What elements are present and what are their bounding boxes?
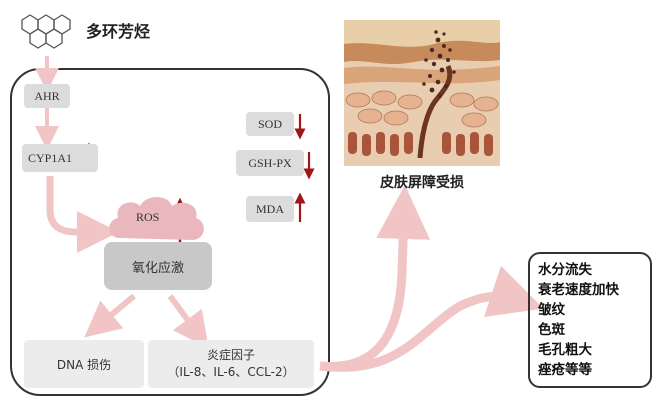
pathway-panel [10, 68, 330, 396]
effect-item: 色斑 [538, 322, 565, 338]
flow-arrow-to-effects [319, 265, 544, 372]
flow-arrow-to-skin [319, 185, 431, 372]
flow-arrow-stress-dna [84, 293, 136, 338]
skin-cross-section-illustration [344, 20, 500, 166]
sod-box: SOD [246, 112, 294, 136]
pyrene-structure-icon [21, 14, 71, 49]
cyp1a1-box: CYP1A1 [22, 144, 98, 172]
mda-box: MDA [246, 196, 294, 222]
gsh-px-box: GSH-PX [236, 150, 304, 176]
effect-item: 皱纹 [538, 302, 565, 318]
effect-item: 痤疮等等 [538, 362, 592, 378]
ros-label: ROS [136, 210, 160, 224]
ros-cloud-shape [109, 197, 204, 240]
dna-damage-box: DNA 损伤 [24, 340, 144, 388]
effect-item: 毛孔粗大 [538, 342, 592, 358]
skin-barrier-caption: 皮肤屏障受损 [380, 175, 464, 191]
flow-arrow-stress-inflammation [167, 294, 209, 349]
inflammatory-title: 炎症因子 [206, 348, 255, 362]
flow-arrow-cyp1a1-ros [46, 176, 119, 253]
effect-item: 衰老速度加快 [538, 282, 619, 298]
effects-list: 水分流失 衰老速度加快 皱纹 色斑 毛孔粗大 痤疮等等 [528, 252, 652, 388]
effect-item: 水分流失 [538, 262, 592, 278]
ahr-box: AHR [24, 84, 70, 108]
oxidative-stress-box: 氧化应激 [104, 242, 212, 290]
inflammatory-list: （IL-8、IL-6、CCL-2） [167, 365, 295, 379]
inflammatory-factors-box: 炎症因子 （IL-8、IL-6、CCL-2） [148, 340, 314, 388]
compound-title: 多环芳烃 [86, 22, 151, 41]
